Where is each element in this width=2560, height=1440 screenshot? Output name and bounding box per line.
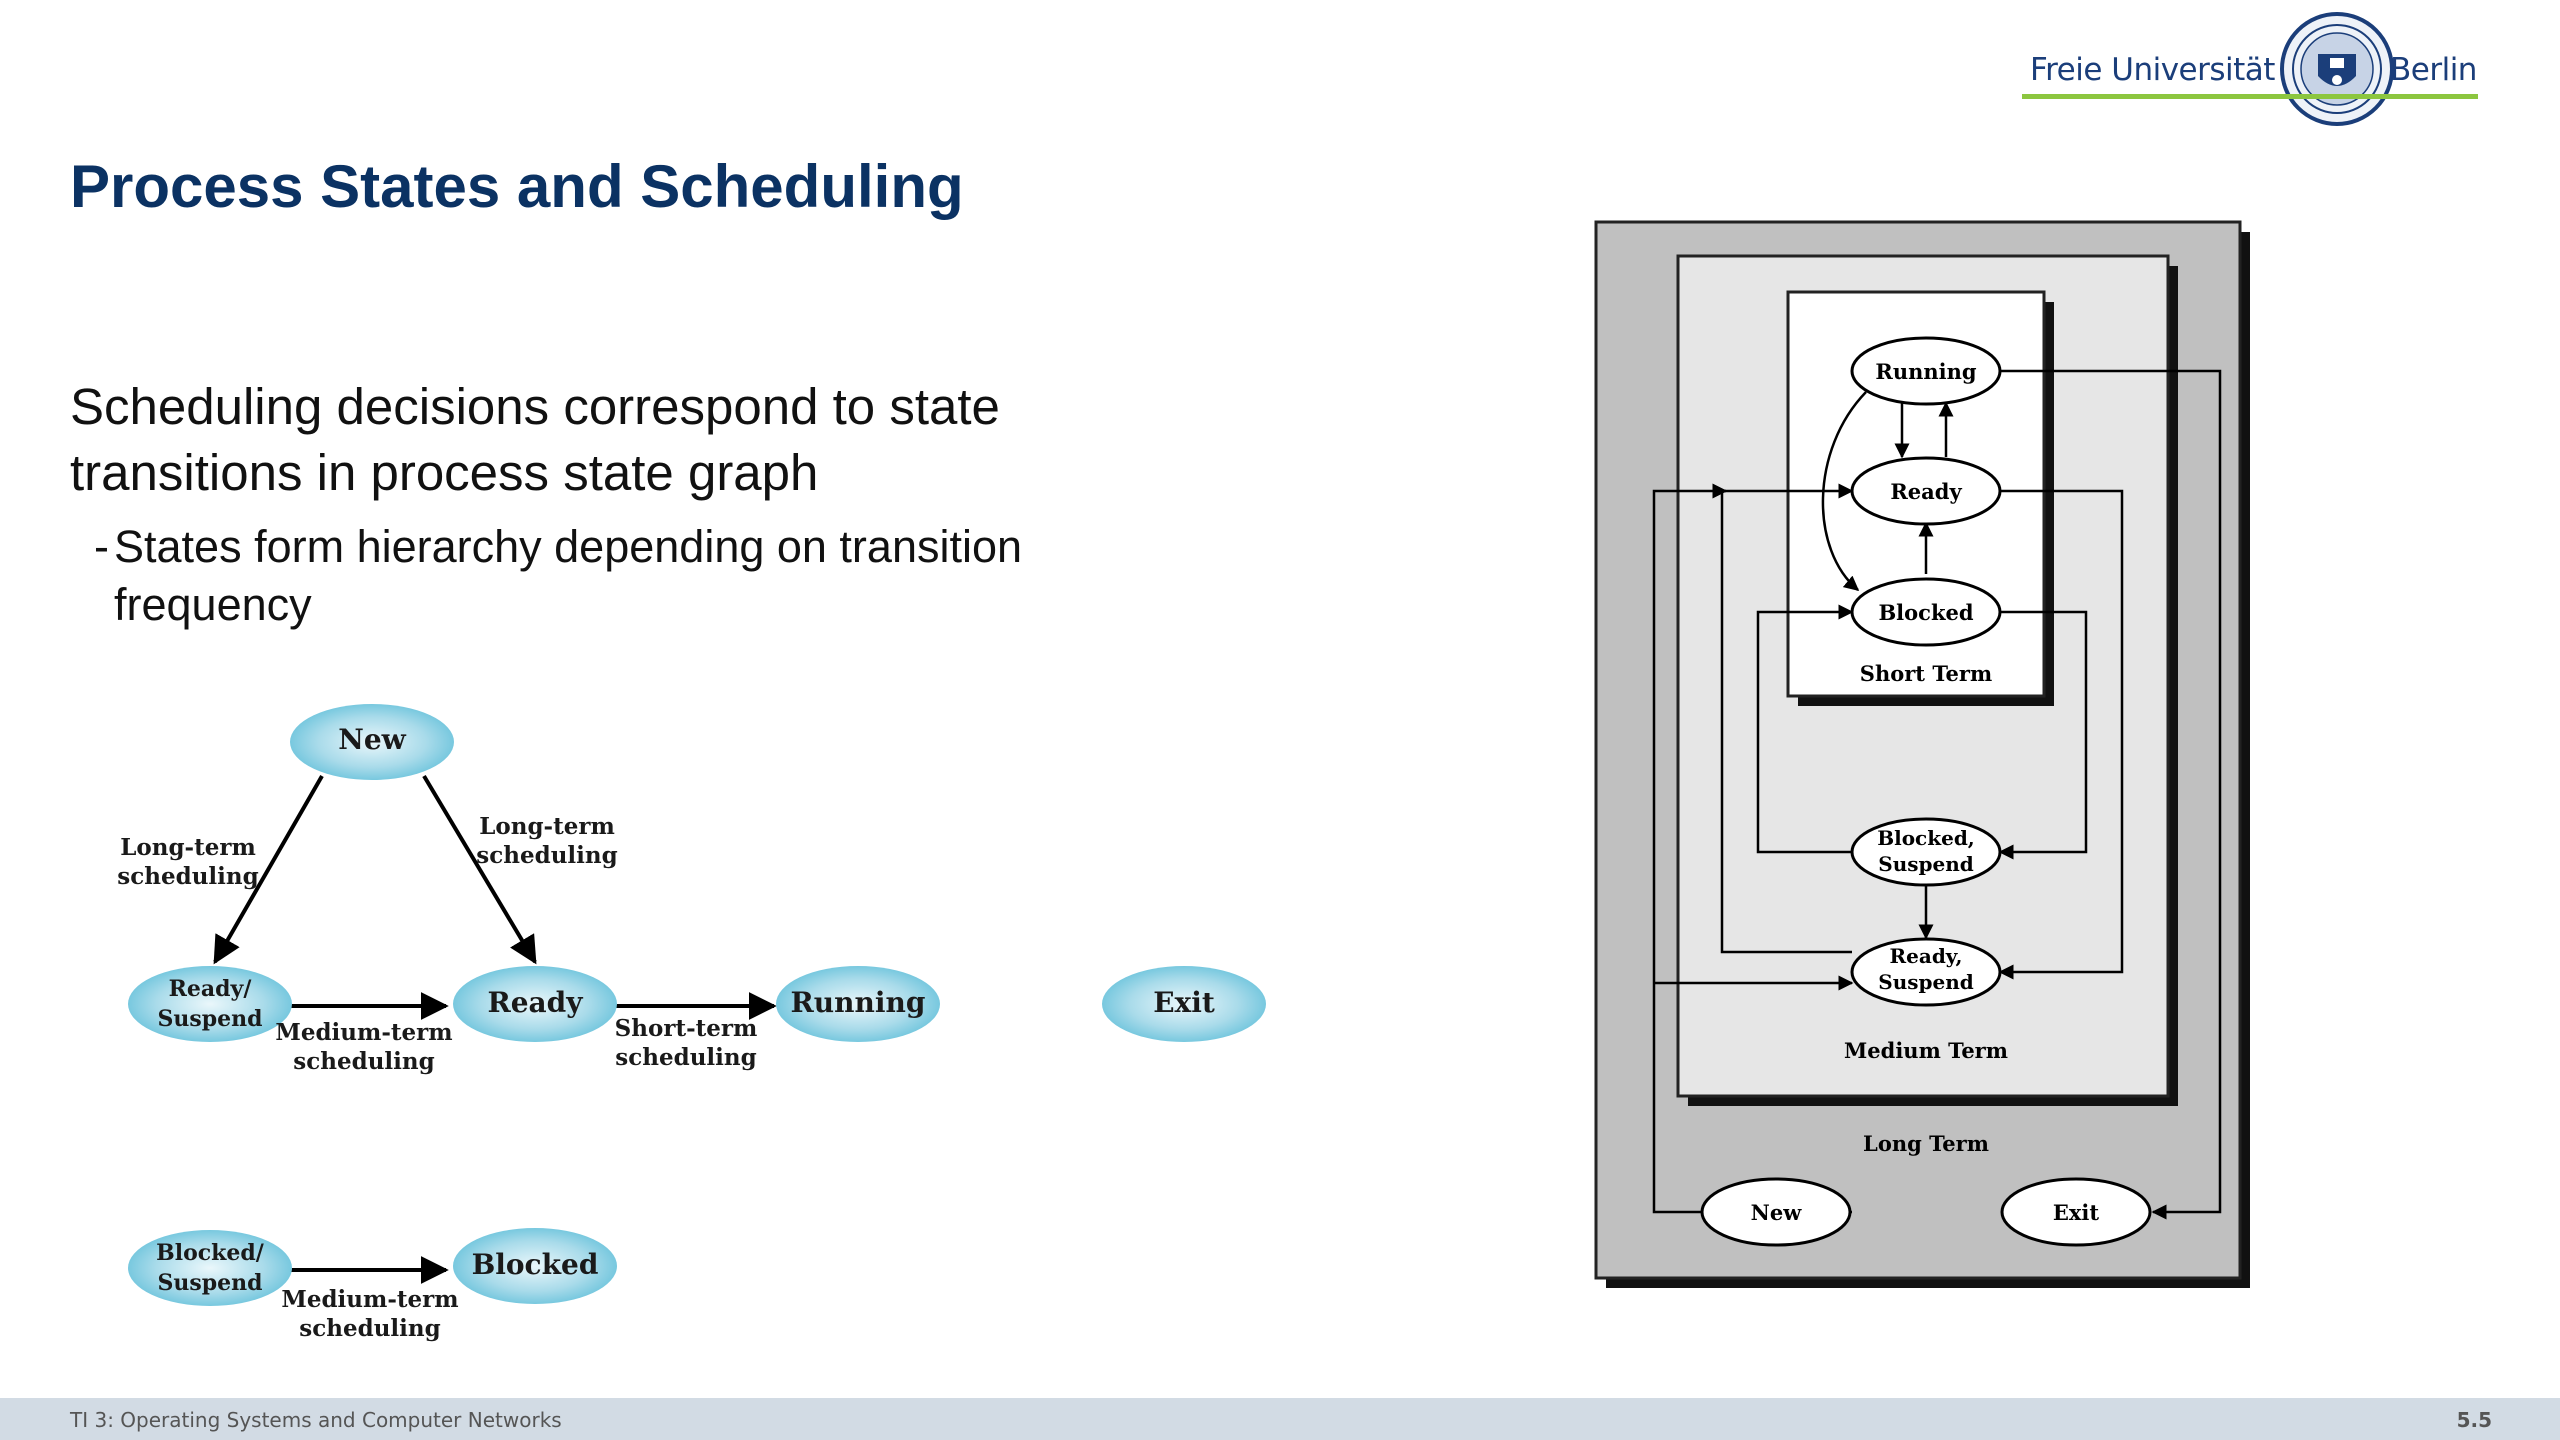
label-medium-term-1: Medium-term	[275, 1019, 452, 1046]
state-ready-suspend-line1: Ready,	[1890, 944, 1963, 968]
label-short-term-2: scheduling	[615, 1044, 756, 1071]
state-ready-suspend-line1: Ready/	[169, 976, 253, 1002]
logo-underline	[2022, 94, 2478, 99]
state-blocked-label: Blocked	[472, 1248, 599, 1281]
sub-bullet: - States form hierarchy depending on tra…	[94, 518, 1114, 634]
footer-course-title: TI 3: Operating Systems and Computer Net…	[70, 1408, 562, 1432]
state-blocked-suspend-line1: Blocked,	[1877, 826, 1975, 850]
label-long-term-left-1: Long-term	[120, 834, 256, 861]
state-blocked-suspend: Blocked, Suspend	[1850, 817, 2002, 887]
arrow-ready-suspend-to-ready	[1720, 483, 1854, 954]
arrow-blocked-to-blocked-suspend	[1998, 610, 2088, 860]
state-exit: Exit	[2000, 1177, 2152, 1247]
state-ready: Ready	[1850, 456, 2002, 526]
state-running-label: Running	[1875, 359, 1977, 384]
state-exit-label: Exit	[1153, 986, 1215, 1019]
label-short-term-1: Short-term	[615, 1015, 758, 1042]
state-new: New	[290, 704, 454, 780]
state-ready-suspend: Ready, Suspend	[1850, 937, 2002, 1007]
state-new-label: New	[338, 723, 406, 756]
state-blocked: Blocked	[1850, 577, 2002, 647]
fu-berlin-logo: Freie Universität Berlin	[2022, 8, 2478, 126]
state-ready-suspend: Ready/ Suspend	[128, 966, 292, 1042]
logo-city-name: Berlin	[2390, 52, 2477, 88]
arrow-new-to-ready-suspend	[213, 775, 324, 965]
label-medium-term-blocked-1: Medium-term	[281, 1286, 458, 1313]
scheduling-state-diagram: New Ready/ Suspend Ready Running Exit Bl…	[117, 704, 1266, 1342]
arrow-blocked-suspend-to-blocked	[1756, 604, 1854, 854]
state-blocked-suspend-line1: Blocked/	[156, 1240, 265, 1266]
state-blocked-label: Blocked	[1878, 600, 1973, 625]
slide-title: Process States and Scheduling	[70, 153, 964, 220]
label-long-term-right-1: Long-term	[479, 813, 615, 840]
state-blocked-suspend-line2: Suspend	[1878, 852, 1973, 876]
state-blocked-suspend: Blocked/ Suspend	[128, 1230, 292, 1306]
arrow-running-to-exit	[2000, 369, 2222, 1220]
state-new: New	[1700, 1177, 1852, 1247]
arrow-ready-to-ready-suspend	[1998, 489, 2124, 980]
label-medium-term-blocked-2: scheduling	[299, 1315, 440, 1342]
state-running-label: Running	[791, 986, 926, 1019]
label-long-term-left-2: scheduling	[117, 863, 258, 890]
scheduling-hierarchy-diagram: Running Ready Blocked Blocked, Suspend R…	[1594, 220, 2250, 1288]
footer-page-number: 5.5	[2456, 1408, 2492, 1432]
state-exit-label: Exit	[2053, 1200, 2100, 1225]
slide-footer: TI 3: Operating Systems and Computer Net…	[0, 1398, 2560, 1440]
logo-university-name: Freie Universität	[2030, 52, 2275, 88]
state-ready-suspend-line2: Suspend	[157, 1006, 262, 1032]
medium-term-label: Medium Term	[1844, 1038, 2008, 1063]
short-term-label: Short Term	[1860, 661, 1992, 686]
label-medium-term-2: scheduling	[293, 1048, 434, 1075]
long-term-label: Long Term	[1863, 1131, 1989, 1156]
sub-bullet-text: States form hierarchy depending on trans…	[114, 521, 1023, 630]
label-long-term-right-2: scheduling	[476, 842, 617, 869]
state-exit: Exit	[1102, 966, 1266, 1042]
state-running: Running	[1850, 336, 2002, 406]
state-new-label: New	[1751, 1200, 1803, 1225]
state-ready-label: Ready	[487, 986, 583, 1019]
state-ready-suspend-line2: Suspend	[1878, 970, 1973, 994]
university-seal-icon	[2280, 12, 2394, 126]
state-running: Running	[776, 966, 940, 1042]
arrow-new-to-ready	[422, 774, 537, 965]
state-ready-label: Ready	[1890, 479, 1962, 504]
arrow-running-to-blocked	[1821, 391, 1867, 591]
state-ready: Ready	[453, 966, 617, 1042]
main-bullet: Scheduling decisions correspond to state…	[70, 378, 1000, 501]
state-blocked: Blocked	[453, 1228, 617, 1304]
sub-bullet-dash: -	[94, 521, 109, 572]
state-blocked-suspend-line2: Suspend	[157, 1270, 262, 1296]
